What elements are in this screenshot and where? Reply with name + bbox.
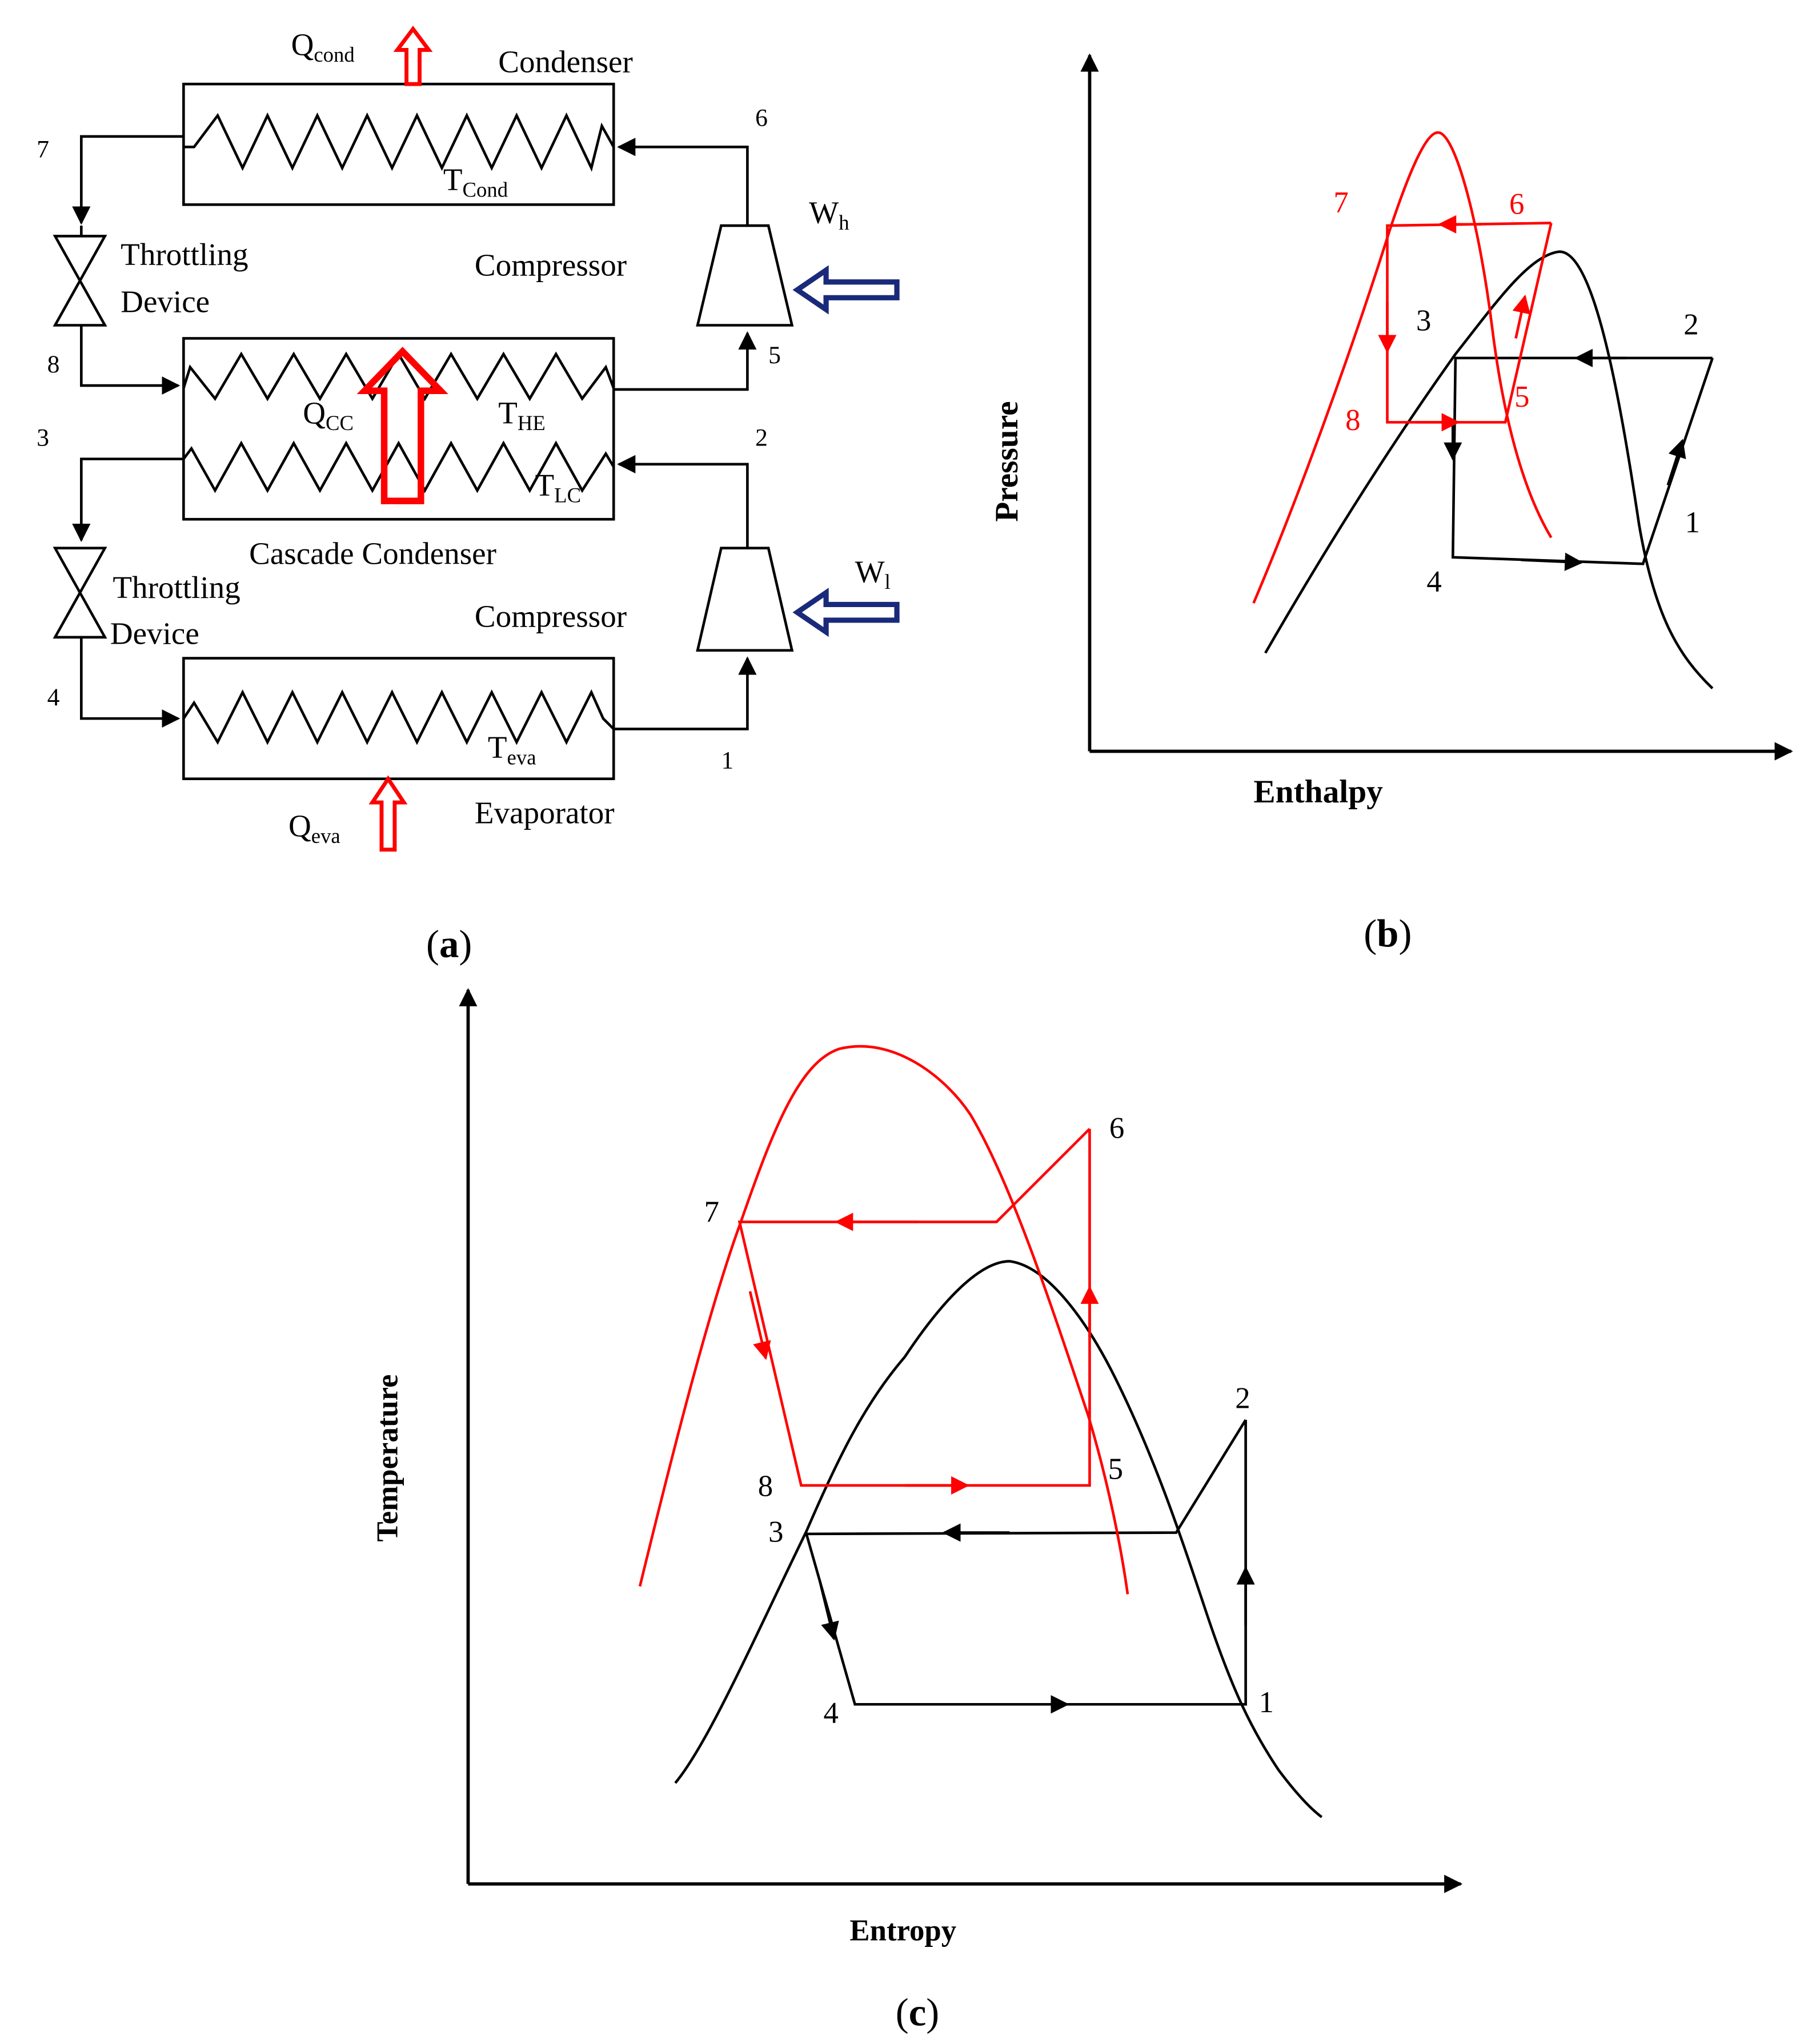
- a-state-6: 6: [755, 105, 768, 132]
- throttling-device-top-label-line1: Throttling: [121, 237, 248, 272]
- condenser-label: Condenser: [498, 44, 633, 79]
- c-low-arrow-3-4: [818, 1579, 839, 1641]
- b-low-cycle: [1444, 348, 1714, 571]
- evaporator-box: [182, 657, 615, 781]
- cascade-condenser-lower-coil: [182, 440, 615, 493]
- q-cond-arrow-icon: [393, 26, 433, 86]
- cascade-condenser-label: Cascade Condenser: [249, 536, 496, 571]
- throttling-device-bottom-label-line1: Throttling: [113, 570, 240, 605]
- compressor-low-label: Compressor: [475, 599, 627, 633]
- c-y-axis-title: Temperature: [371, 1374, 404, 1541]
- w-h-label: Wh: [809, 195, 849, 234]
- throttling-device-bottom: [53, 547, 107, 639]
- w-h-arrow-icon: [792, 265, 900, 315]
- c-low-dome: [674, 1260, 1323, 1818]
- compressor-high: [696, 224, 794, 327]
- c-state-1: 1: [1259, 1686, 1274, 1719]
- pipe-4: [80, 637, 181, 728]
- compressor-high-label: Compressor: [475, 247, 627, 282]
- c-low-cycle-path: [804, 1419, 1247, 1706]
- throttling-device-bottom-label-line2: Device: [110, 616, 199, 650]
- b-low-arrow-4-1: [1521, 552, 1584, 571]
- q-cc-label: QCC: [303, 396, 354, 435]
- w-l-arrow-icon: [792, 588, 900, 637]
- w-l-label: Wl: [855, 554, 891, 593]
- a-state-7: 7: [37, 136, 49, 163]
- b-x-axis-title: Enthalpy: [1253, 774, 1383, 810]
- compressor-low: [696, 547, 794, 652]
- cascade-condenser-upper-coil: [182, 351, 615, 401]
- evaporator-coil: [182, 689, 615, 745]
- c-low-cycle: [804, 1419, 1255, 1714]
- evaporator-label: Evaporator: [475, 796, 615, 830]
- b-low-dome: [1264, 250, 1714, 689]
- panel-c-ts-diagram: [459, 988, 1463, 1893]
- pipe-6: [617, 138, 749, 226]
- pipe-8: [80, 325, 181, 395]
- pipe-2: [617, 455, 749, 548]
- c-state-5: 5: [1108, 1452, 1123, 1485]
- b-state-2: 2: [1683, 308, 1698, 342]
- throttling-device-top: [53, 235, 107, 327]
- t-cond-label: TCond: [443, 162, 508, 201]
- b-state-4: 4: [1426, 565, 1441, 598]
- t-eva-label: Teva: [488, 730, 536, 769]
- b-low-arrow-1-2: [1666, 439, 1686, 486]
- b-state-1: 1: [1685, 506, 1700, 539]
- t-lc-label: TLC: [535, 468, 582, 507]
- a-state-8: 8: [47, 351, 60, 378]
- pipe-7: [72, 135, 184, 225]
- c-state-6: 6: [1109, 1112, 1124, 1145]
- c-high-cycle-path: [737, 1127, 1091, 1487]
- c-state-4: 4: [824, 1696, 839, 1729]
- panel-b-label: (b): [1364, 912, 1412, 955]
- panel-c-label: (c): [896, 1991, 939, 2034]
- pipe-5: [614, 331, 757, 391]
- panel-a-schematic: [53, 26, 900, 852]
- pipe-1: [614, 656, 757, 730]
- c-high-cycle: [737, 1127, 1099, 1495]
- panel-c-labels: 6 7 2 5 8 3 4 1 Entropy Temperature (c): [371, 1112, 1274, 2034]
- b-y-axis-title: Pressure: [989, 401, 1025, 521]
- q-eva-arrow-icon: [368, 775, 408, 852]
- c-state-7: 7: [704, 1196, 719, 1229]
- pipe-3: [72, 457, 184, 543]
- a-state-3: 3: [37, 424, 49, 452]
- c-state-2: 2: [1235, 1382, 1250, 1415]
- q-eva-label: Qeva: [288, 809, 340, 848]
- panel-a-state-numbers: 7 6 8 5 3 2 4 1: [37, 105, 781, 774]
- b-high-arrow-5-6: [1512, 294, 1531, 339]
- t-he-label: THE: [498, 396, 546, 435]
- a-state-1: 1: [721, 746, 733, 774]
- b-high-dome: [1252, 131, 1553, 604]
- q-cond-label: Qcond: [291, 27, 355, 66]
- condenser-coil: [183, 112, 615, 172]
- b-state-5: 5: [1514, 380, 1529, 413]
- a-state-5: 5: [768, 342, 781, 369]
- panel-a-label: (a): [426, 922, 472, 966]
- c-state-3: 3: [768, 1516, 783, 1549]
- b-state-7: 7: [1333, 186, 1348, 219]
- panel-b-ph-diagram: [1080, 53, 1793, 761]
- condenser-box: [182, 82, 615, 206]
- cascade-condenser-box: [182, 337, 615, 521]
- a-state-4: 4: [47, 684, 60, 711]
- b-state-8: 8: [1345, 404, 1360, 437]
- b-state-6: 6: [1509, 187, 1524, 220]
- panel-a-labels: Qcond Condenser TCond Throttling Device …: [37, 27, 891, 966]
- b-high-cycle: [1378, 215, 1553, 432]
- b-low-cycle-path: [1451, 356, 1714, 565]
- b-state-3: 3: [1416, 304, 1431, 338]
- c-x-axis-title: Entropy: [849, 1914, 956, 1947]
- a-state-2: 2: [755, 424, 768, 452]
- throttling-device-top-label-line2: Device: [121, 284, 210, 319]
- c-state-8: 8: [758, 1469, 773, 1503]
- panel-b-labels: 7 6 3 2 8 5 1 4 Enthalpy Pressure (b): [989, 186, 1700, 955]
- q-cc-arrow-icon: [356, 347, 448, 504]
- c-high-dome: [638, 1045, 1129, 1595]
- c-high-arrow-7-8: [748, 1291, 771, 1360]
